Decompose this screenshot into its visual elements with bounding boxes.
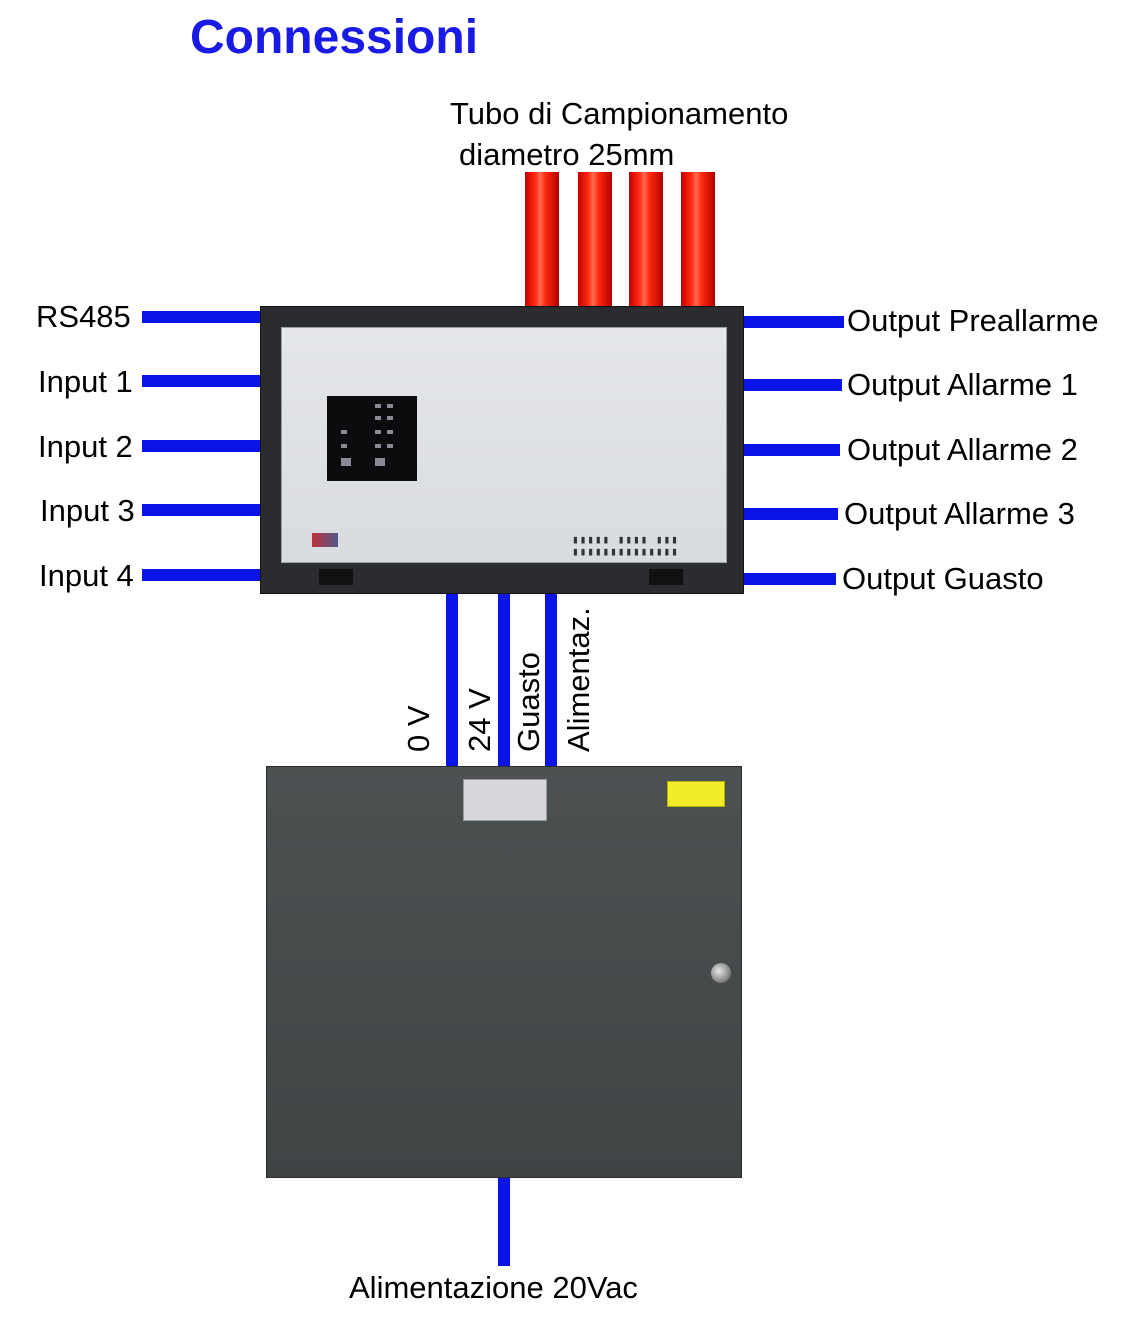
wire-output-preallarme (744, 316, 844, 328)
label-rs485: RS485 (36, 299, 131, 334)
detector-status-display (327, 396, 417, 481)
wire-output-allarme-3 (744, 508, 838, 520)
wire-rs485 (142, 311, 262, 323)
label-output-guasto: Output Guasto (842, 561, 1044, 596)
label-output-preallarme: Output Preallarme (847, 303, 1099, 338)
label-output-allarme-1: Output Allarme 1 (847, 367, 1078, 402)
wire-24v (498, 594, 510, 768)
label-24v: 24 V (462, 688, 497, 752)
label-input-3: Input 3 (40, 493, 135, 528)
wire-input-1 (142, 375, 262, 387)
cabinet-warning-sticker (667, 781, 725, 807)
label-input-1: Input 1 (38, 364, 133, 399)
detector-front-panel: ▮▮▮▮▮ ▮▮▮▮ ▮▮▮▮▮▮▮▮▮▮▮▮▮▮▮▮▮ (281, 327, 727, 563)
cabinet-logo (463, 779, 547, 821)
wire-input-2 (142, 440, 262, 452)
label-0v: 0 V (401, 705, 436, 752)
sampling-pipe-4 (681, 172, 715, 310)
detector-unit: ▮▮▮▮▮ ▮▮▮▮ ▮▮▮▮▮▮▮▮▮▮▮▮▮▮▮▮▮ (260, 306, 744, 594)
label-input-2: Input 2 (38, 429, 133, 464)
pipe-label-line2: diametro 25mm (459, 137, 675, 172)
wire-output-guasto (744, 573, 836, 585)
wire-guasto (545, 594, 557, 768)
wire-0v (446, 594, 458, 768)
detector-cable-slot-left (319, 569, 353, 585)
detector-cable-slot-right (649, 569, 683, 585)
sampling-pipe-2 (578, 172, 612, 310)
wire-mains-input (498, 1178, 510, 1266)
label-guasto: Guasto (511, 652, 546, 752)
wire-input-3 (142, 504, 262, 516)
label-input-4: Input 4 (39, 558, 134, 593)
detector-model-plate: ▮▮▮▮▮ ▮▮▮▮ ▮▮▮▮▮▮▮▮▮▮▮▮▮▮▮▮▮ (572, 533, 679, 558)
sampling-pipe-1 (525, 172, 559, 310)
wire-input-4 (142, 569, 262, 581)
pipe-label-line1: Tubo di Campionamento (450, 96, 789, 131)
wire-output-allarme-2 (744, 444, 840, 456)
diagram-title: Connessioni (190, 11, 479, 64)
wire-output-allarme-1 (744, 379, 842, 391)
sampling-pipe-3 (629, 172, 663, 310)
lock-icon (711, 963, 731, 983)
label-output-allarme-2: Output Allarme 2 (847, 432, 1078, 467)
detector-logo (312, 533, 338, 547)
label-alimentaz: Alimentaz. (561, 607, 596, 752)
label-mains-input: Alimentazione 20Vac (349, 1270, 638, 1305)
power-supply-cabinet (266, 766, 742, 1178)
label-output-allarme-3: Output Allarme 3 (844, 496, 1075, 531)
